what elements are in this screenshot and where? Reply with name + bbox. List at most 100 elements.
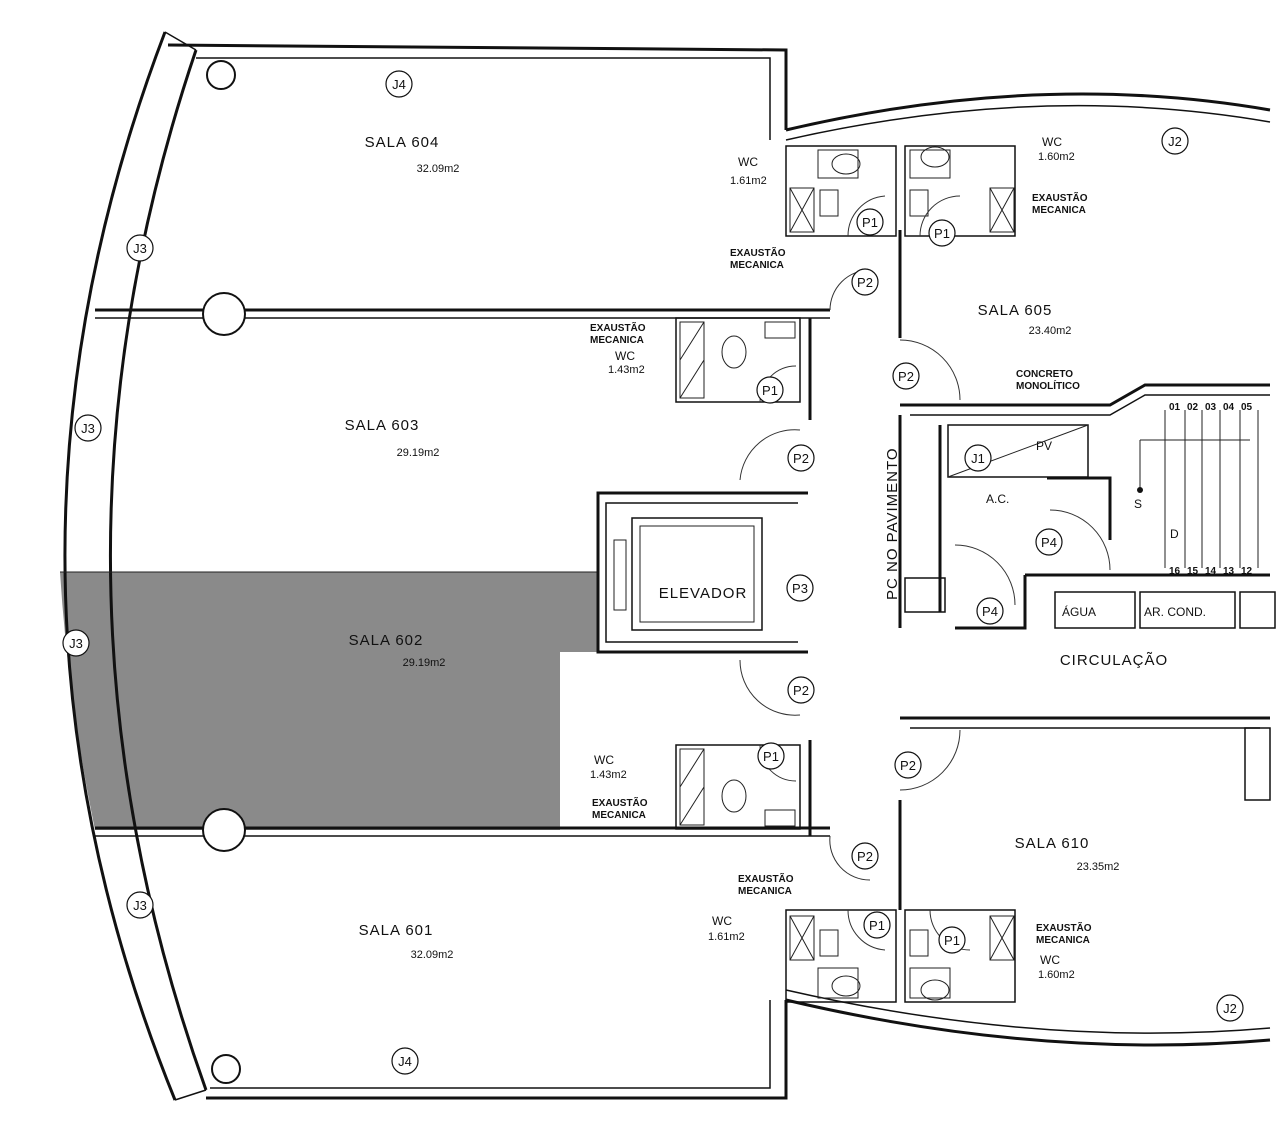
door-swing-p4-upper	[1049, 509, 1111, 571]
tag-circle	[787, 444, 815, 472]
step-16: 16	[1169, 566, 1181, 577]
wc-610-label: WC	[1040, 953, 1060, 967]
tag-p1-3: P1	[856, 208, 884, 236]
wc-604-label: WC	[738, 155, 758, 169]
step-14: 14	[1205, 566, 1217, 577]
exhaust-610-l1: EXAUSTÃO	[1036, 921, 1092, 934]
tag-circle	[851, 268, 879, 296]
wc-604-area: 1.61m2	[730, 175, 767, 187]
tag-circle	[856, 208, 884, 236]
facade-bottom-closure	[174, 1089, 207, 1101]
facade-outer-curve	[63, 31, 177, 1101]
wc-605-label: WC	[1042, 135, 1062, 149]
wc-block-601	[785, 909, 897, 1003]
step-01: 01	[1169, 402, 1181, 413]
ar-cond-label: AR. COND.	[1144, 605, 1206, 619]
door-swing-p2-605	[899, 339, 961, 401]
core-wall-ac	[1047, 476, 1112, 540]
tag-circle	[126, 234, 154, 262]
wc-602-area: 1.43m2	[590, 769, 627, 781]
exhaust-604-l2: MECANICA	[730, 260, 784, 271]
utility-room-3	[1239, 591, 1276, 629]
sala-605-name: SALA 605	[978, 302, 1053, 319]
tag-circle	[892, 362, 920, 390]
stair-step-numbers-bottom: 16 15 14 13 12	[1169, 566, 1253, 577]
sala-602-highlight	[60, 572, 598, 830]
elevator-counterweight	[613, 539, 627, 611]
core-shaft-small	[904, 577, 946, 613]
tag-circle	[385, 70, 413, 98]
concrete-label-2: MONOLÍTICO	[1016, 379, 1080, 392]
step-15: 15	[1187, 566, 1199, 577]
tag-circle	[851, 842, 879, 870]
tag-label: P1	[763, 749, 779, 764]
stair-arrow	[1139, 439, 1250, 490]
tag-label: J3	[133, 898, 147, 913]
tag-label: P2	[898, 369, 914, 384]
step-05: 05	[1241, 402, 1253, 413]
tag-circle	[1035, 528, 1063, 556]
elevator-shaft-inner	[605, 502, 798, 643]
tag-label: P2	[793, 451, 809, 466]
door-swing-p1-605	[919, 195, 961, 237]
agua-label: ÁGUA	[1062, 604, 1096, 619]
stair-down-label: D	[1170, 527, 1179, 541]
door-swing-p2-601	[829, 835, 871, 881]
tag-label: P2	[793, 683, 809, 698]
exhaust-604-l1: EXAUSTÃO	[730, 246, 786, 259]
step-04: 04	[1223, 402, 1235, 413]
tag-label: P1	[762, 383, 778, 398]
tag-label: J4	[398, 1054, 412, 1069]
tag-label: J2	[1168, 134, 1182, 149]
wc-610-area: 1.60m2	[1038, 969, 1075, 981]
tag-p3-12: P3	[786, 574, 814, 602]
facade-inner-curve	[108, 49, 208, 1091]
tag-label: P3	[792, 581, 808, 596]
tag-j2-1: J2	[1161, 127, 1189, 155]
tag-label: P2	[857, 849, 873, 864]
wall-bottom-601-inner	[210, 1000, 771, 1089]
wc-block-610	[904, 909, 1016, 1003]
sala-610-name: SALA 610	[1015, 835, 1090, 852]
sala-602-name: SALA 602	[349, 632, 424, 649]
sala-603-area: 29.19m2	[397, 447, 440, 459]
column-lower	[202, 808, 246, 852]
exhaust-602-l1: EXAUSTÃO	[592, 796, 648, 809]
sala-604-area: 32.09m2	[417, 163, 460, 175]
sala-601-name: SALA 601	[359, 922, 434, 939]
tag-label: P4	[1041, 535, 1057, 550]
tag-circle	[976, 597, 1004, 625]
wall-605-top-inner	[785, 104, 1271, 141]
wall-top-604	[167, 43, 788, 130]
sala-601-area: 32.09m2	[411, 949, 454, 961]
step-12: 12	[1241, 566, 1253, 577]
exhaust-601-l1: EXAUSTÃO	[738, 872, 794, 885]
stair-dot	[1137, 487, 1143, 493]
sala-605-area: 23.40m2	[1029, 325, 1072, 337]
wc-block-602	[675, 744, 801, 830]
stair-step-numbers-top: 01 02 03 04 05	[1169, 402, 1253, 413]
wc-block-604	[785, 145, 897, 237]
stair-up-label: S	[1134, 497, 1142, 511]
step-13: 13	[1223, 566, 1235, 577]
exhaust-605-l2: MECANICA	[1032, 205, 1086, 216]
pc-label: PC NO PAVIMENTO	[884, 447, 901, 600]
tag-circle	[787, 676, 815, 704]
wc-602-label: WC	[594, 753, 614, 767]
exhaust-610-l2: MECANICA	[1036, 935, 1090, 946]
tag-p2-18: P2	[851, 842, 879, 870]
sala-602-area: 29.19m2	[403, 657, 446, 669]
pv-label: PV	[1036, 439, 1052, 453]
tag-p1-20: P1	[863, 911, 891, 939]
tag-p1-4: P1	[928, 219, 956, 247]
core-wall-bottom-left	[955, 575, 1027, 630]
tag-circle	[757, 742, 785, 770]
sala-604-name: SALA 604	[365, 134, 440, 151]
pv-shaft	[947, 424, 1089, 478]
tag-j2-22: J2	[1216, 994, 1244, 1022]
tag-j3-19: J3	[126, 891, 154, 919]
tag-circle	[938, 926, 966, 954]
column-bottom	[211, 1054, 241, 1084]
exhaust-601-l2: MECANICA	[738, 886, 792, 897]
